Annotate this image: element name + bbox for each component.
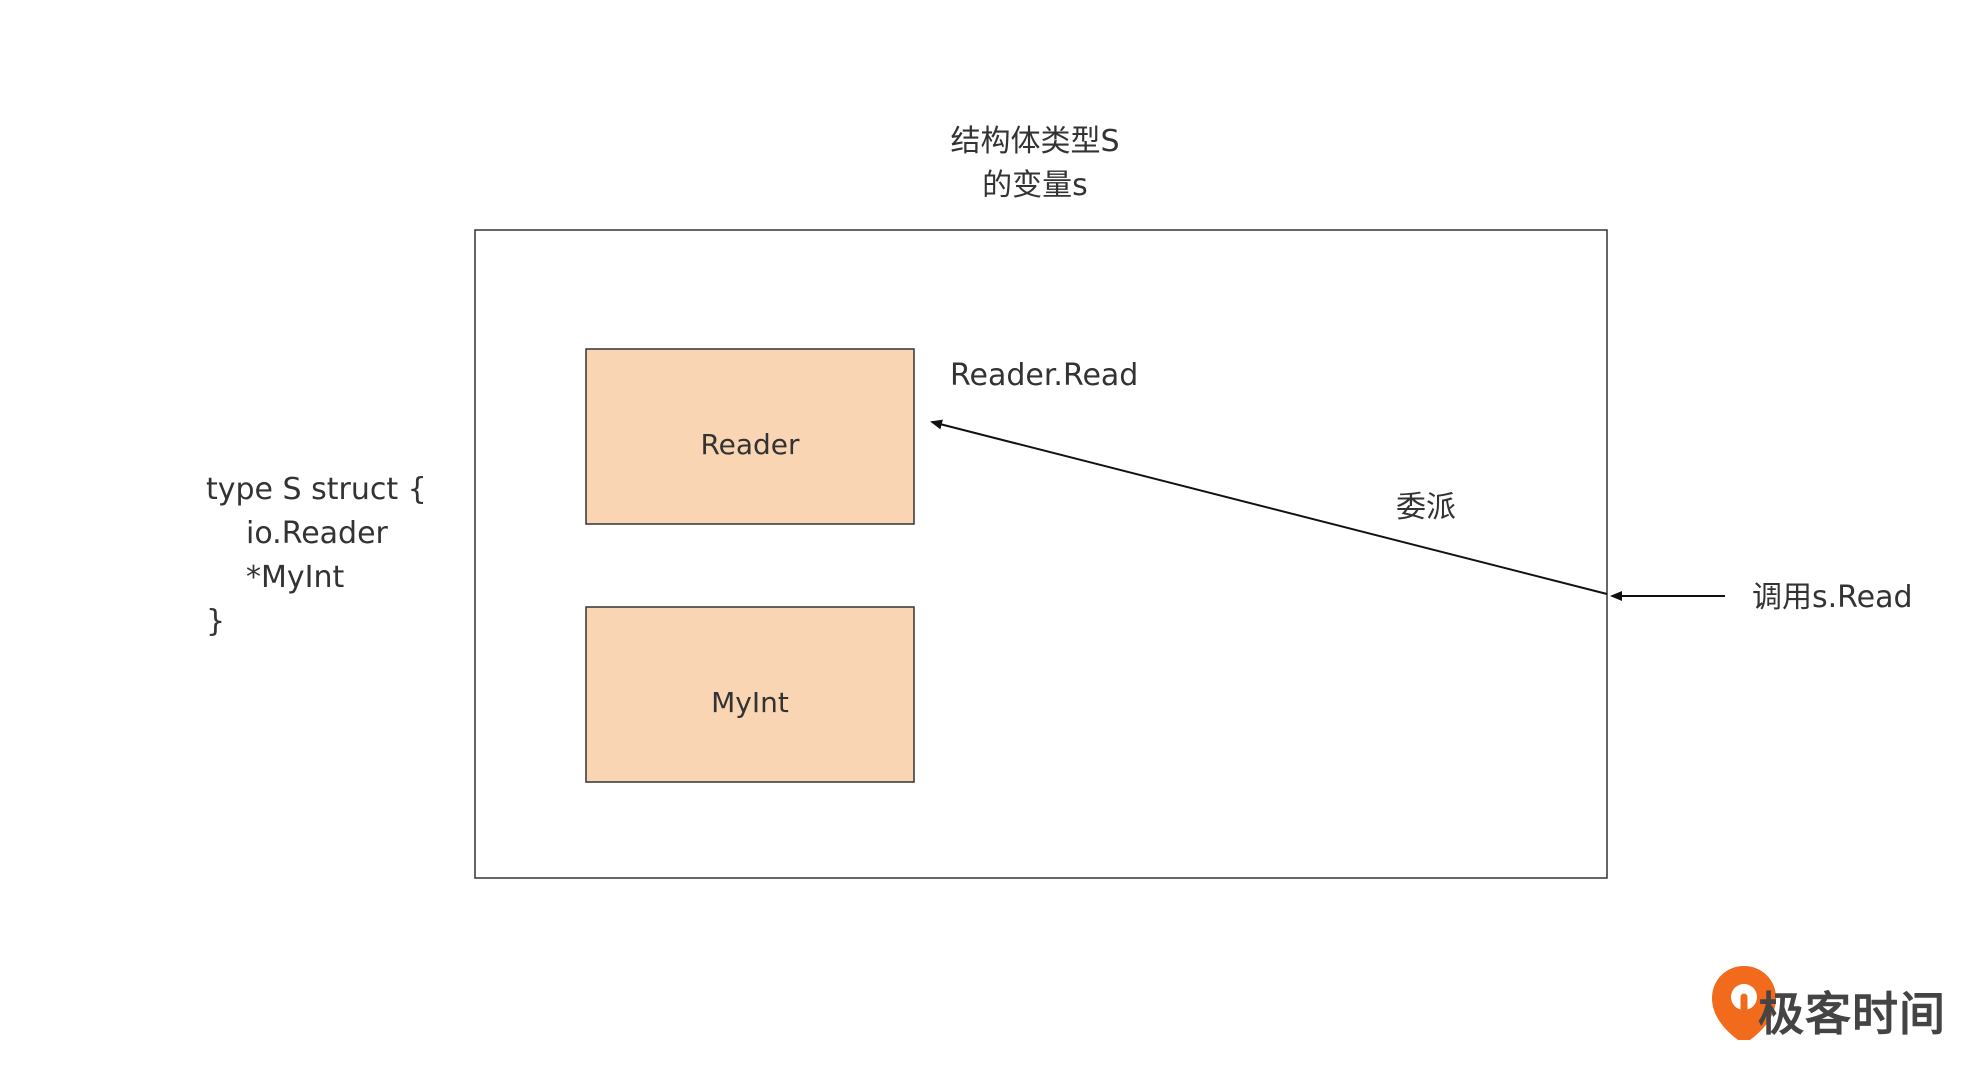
struct-title-line-2: 的变量s: [982, 168, 1088, 203]
delegate-label: 委派: [1396, 490, 1456, 525]
call-label: 调用s.Read: [1752, 580, 1913, 615]
struct-title-line-1: 结构体类型S: [950, 124, 1120, 159]
delegate-arrow: [930, 419, 1608, 595]
myint-box: [585, 606, 915, 783]
code-line-close: }: [206, 604, 226, 639]
myint-box-label: MyInt: [711, 686, 789, 719]
geektime-logo-text: 极客时间: [1758, 987, 1946, 1041]
reader-box-label: Reader: [700, 428, 800, 461]
geektime-logo-icon: [1712, 966, 1776, 1040]
code-line-myint: *MyInt: [246, 560, 345, 595]
code-line-type: type S struct {: [206, 472, 427, 507]
code-line-reader: io.Reader: [246, 516, 388, 551]
reader-box: [585, 348, 915, 525]
reader-read-label: Reader.Read: [950, 358, 1139, 393]
